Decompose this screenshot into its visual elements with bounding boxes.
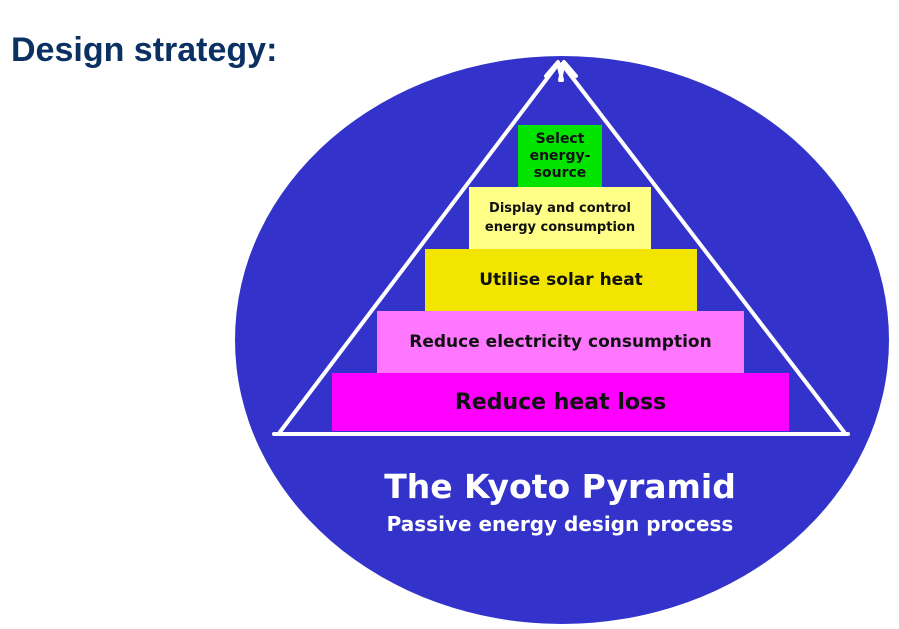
arrowhead-right xyxy=(558,60,578,82)
page-heading: Design strategy: xyxy=(11,31,278,69)
pyramid-outline xyxy=(272,60,850,436)
level-reduce-heat-loss: Reduce heat loss xyxy=(332,373,789,431)
level-reduce-electricity-consumption: Reduce electricity consumption xyxy=(377,311,744,373)
level-select-energy-source: Select energy-source xyxy=(518,125,602,187)
level-utilise-solar-heat: Utilise solar heat xyxy=(425,249,697,311)
level-display-control-consumption: Display and control energy consumption xyxy=(469,187,651,249)
pyramid-right-edge xyxy=(560,62,846,434)
pyramid-subtitle: Passive energy design process xyxy=(386,512,734,536)
pyramid-left-edge xyxy=(278,62,560,434)
pyramid-title: The Kyoto Pyramid xyxy=(384,467,736,506)
